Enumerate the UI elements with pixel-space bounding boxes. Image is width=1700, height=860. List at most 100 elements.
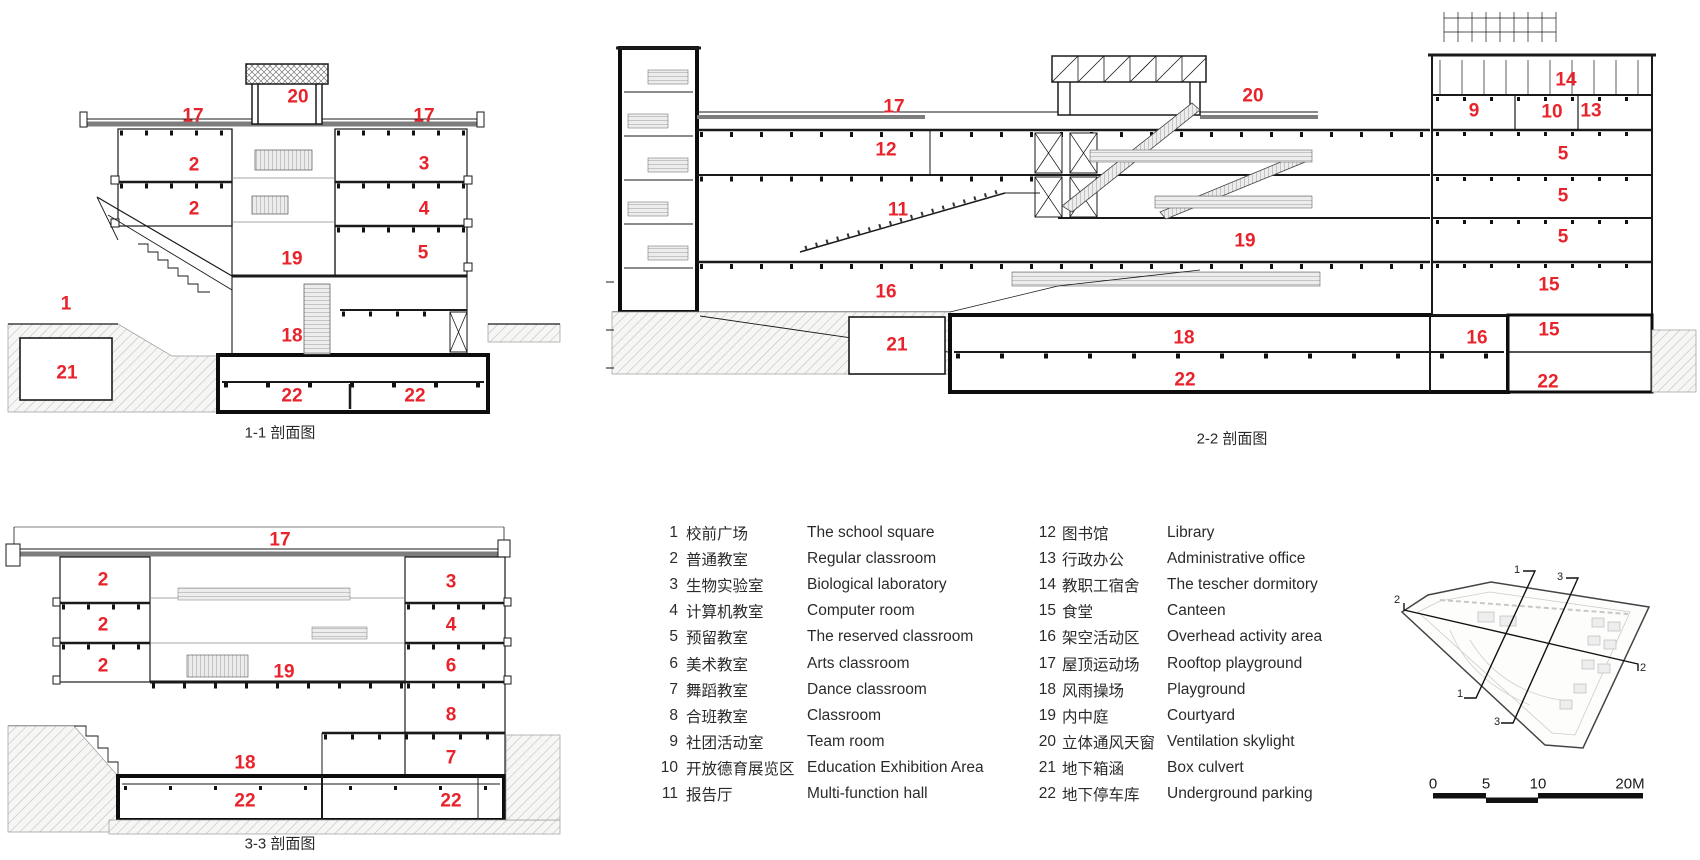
room-number-label: 7 xyxy=(445,747,457,769)
legend-zh: 预留教室 xyxy=(686,630,749,648)
legend-en: Rooftop playground xyxy=(1167,654,1303,672)
legend-zh: 报告厅 xyxy=(686,786,733,804)
legend-en: Courtyard xyxy=(1167,706,1236,724)
room-number-label: 15 xyxy=(1538,274,1560,296)
room-number-label: 17 xyxy=(413,105,435,127)
room-number-label: 19 xyxy=(273,661,295,683)
legend-zh: 内中庭 xyxy=(1062,708,1109,726)
section-3-3-drawing xyxy=(5,526,561,835)
key-plan-drawing xyxy=(1400,570,1651,749)
legend-row: 17 屋顶运动场 Rooftop playground xyxy=(1028,650,1322,676)
legend-en: Classroom xyxy=(807,706,882,724)
legend-zh: 架空活动区 xyxy=(1062,630,1140,648)
cut-line-label: 2 xyxy=(1393,594,1401,606)
room-number-label: 6 xyxy=(445,655,457,677)
room-number-label: 14 xyxy=(1555,69,1577,91)
legend-en: Playground xyxy=(1167,680,1246,698)
room-number-label: 22 xyxy=(440,790,462,812)
cut-line-label: 3 xyxy=(1556,571,1564,583)
cut-line-label: 3 xyxy=(1493,716,1501,728)
scale-bar xyxy=(1433,793,1643,803)
legend-en: Administrative office xyxy=(1167,550,1306,568)
legend-zh: 教职工宿舍 xyxy=(1062,578,1140,596)
legend-en: Canteen xyxy=(1167,602,1226,620)
section-1-1-drawing xyxy=(7,63,561,414)
room-number-label: 12 xyxy=(875,139,897,161)
legend-num: 22 xyxy=(1038,784,1056,802)
legend-en: Ventilation skylight xyxy=(1167,732,1295,750)
room-number-label: 11 xyxy=(887,199,909,221)
room-number-label: 22 xyxy=(234,790,256,812)
room-number-label: 3 xyxy=(418,153,430,175)
room-number-label: 21 xyxy=(886,334,908,356)
room-number-label: 5 xyxy=(1557,226,1569,248)
legend-num: 12 xyxy=(1038,524,1056,542)
legend-num: 4 xyxy=(669,602,678,620)
room-number-label: 4 xyxy=(445,614,457,636)
cut-line-label: 1 xyxy=(1456,688,1464,700)
legend-num: 10 xyxy=(660,758,678,776)
legend-en: Multi-function hall xyxy=(807,784,928,802)
room-number-label: 20 xyxy=(287,86,309,108)
section-2-2-drawing xyxy=(606,12,1697,394)
legend-en: Underground parking xyxy=(1167,784,1313,802)
legend-zh: 行政办公 xyxy=(1062,552,1125,570)
legend-en: The school square xyxy=(807,524,935,542)
room-number-label: 2 xyxy=(97,569,109,591)
legend-zh: 屋顶运动场 xyxy=(1062,656,1140,674)
legend-en: Education Exhibition Area xyxy=(807,758,984,776)
scale-tick-label: 20M xyxy=(1615,775,1645,793)
legend-zh: 生物实验室 xyxy=(686,578,764,596)
room-number-label: 2 xyxy=(188,198,200,220)
room-number-label: 21 xyxy=(56,362,78,384)
room-number-label: 5 xyxy=(417,242,429,264)
legend-zh: 普通教室 xyxy=(686,552,749,570)
room-number-label: 13 xyxy=(1580,100,1602,122)
legend-num: 17 xyxy=(1038,654,1056,672)
legend-row: 22 地下停车库 Underground parking xyxy=(1028,781,1322,807)
legend-zh: 图书馆 xyxy=(1062,526,1109,544)
legend-en: Box culvert xyxy=(1167,758,1244,776)
room-number-label: 9 xyxy=(1468,100,1480,122)
room-number-label: 3 xyxy=(445,571,457,593)
legend-zh: 食堂 xyxy=(1062,604,1094,622)
room-number-label: 18 xyxy=(1173,327,1195,349)
caption-section-3-3: 3-3 剖面图 xyxy=(244,835,316,853)
room-number-label: 15 xyxy=(1538,319,1560,341)
legend-num: 16 xyxy=(1038,628,1056,646)
room-number-label: 22 xyxy=(1174,369,1196,391)
caption-section-2-2: 2-2 剖面图 xyxy=(1196,430,1268,448)
legend-num: 1 xyxy=(669,524,678,542)
legend-num: 7 xyxy=(669,680,678,698)
legend-row: 7 舞蹈教室 Dance classroom xyxy=(650,677,984,703)
legend-zh: 立体通风天窗 xyxy=(1062,734,1156,752)
room-number-label: 2 xyxy=(97,614,109,636)
room-number-label: 22 xyxy=(281,385,303,407)
room-number-label: 20 xyxy=(1242,85,1264,107)
room-number-label: 8 xyxy=(445,704,457,726)
room-number-label: 22 xyxy=(404,385,426,407)
legend-zh: 校前广场 xyxy=(686,526,749,544)
room-number-label: 17 xyxy=(182,105,204,127)
legend-en: Dance classroom xyxy=(807,680,927,698)
legend-zh: 舞蹈教室 xyxy=(686,682,749,700)
room-number-label: 10 xyxy=(1541,101,1563,123)
room-number-label: 19 xyxy=(281,248,303,270)
legend-en: Arts classroom xyxy=(807,654,910,672)
legend-zh: 地下停车库 xyxy=(1062,786,1140,804)
